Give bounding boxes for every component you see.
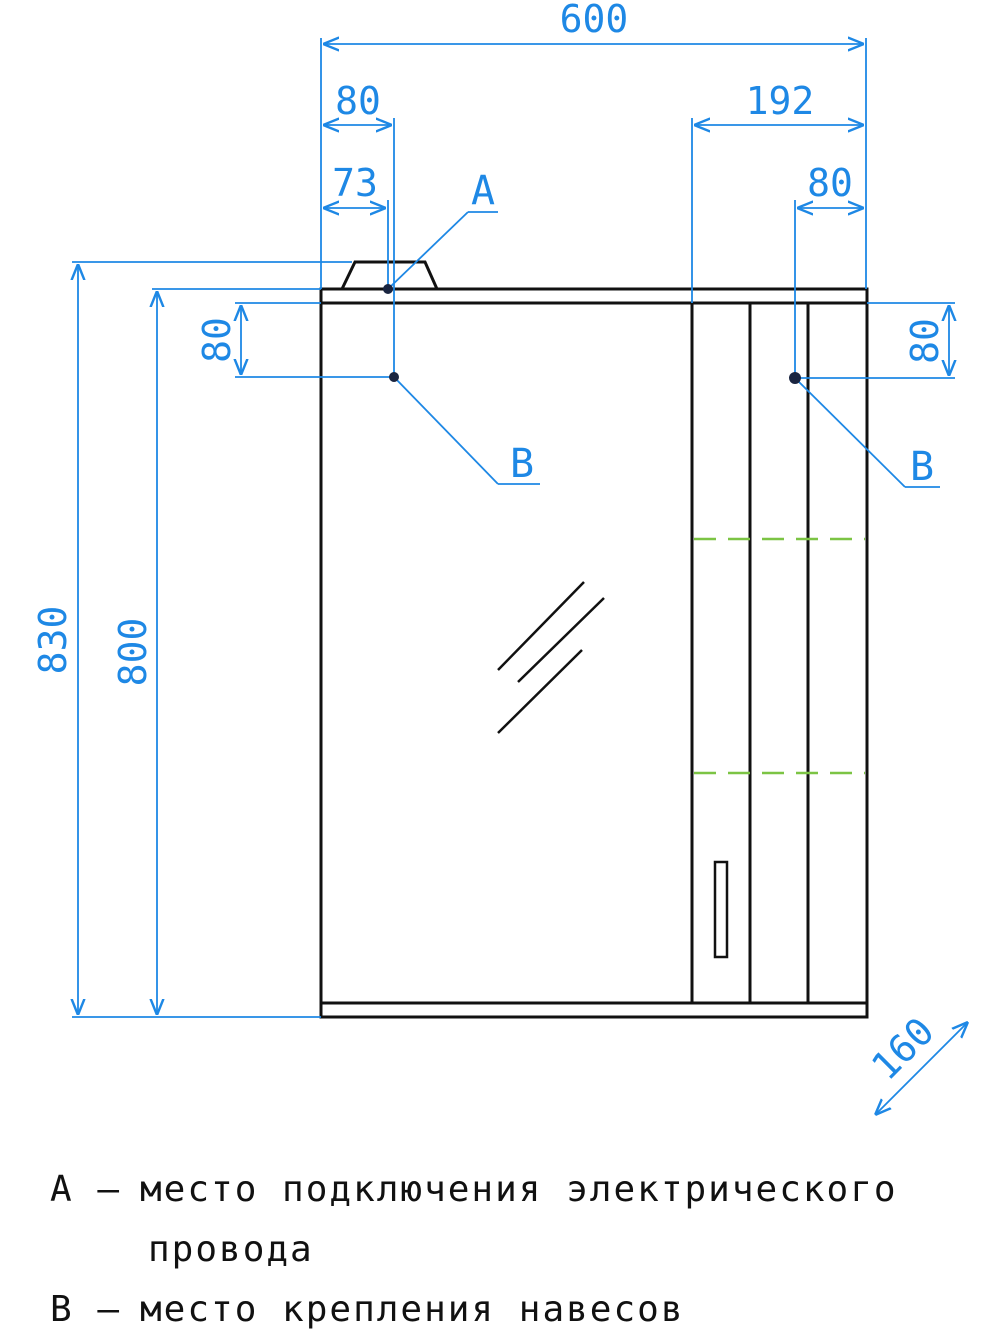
dim-overall-width: 600 bbox=[560, 0, 629, 41]
dim-total-height: 830 bbox=[31, 606, 75, 675]
legend-text-a: место подключения электрического bbox=[140, 1169, 898, 1210]
dim-right-section-width: 192 bbox=[746, 79, 815, 123]
point-b-left-marker bbox=[389, 372, 399, 382]
callout-b-left: В bbox=[510, 441, 534, 487]
legend-text-b: место крепления навесов bbox=[140, 1289, 685, 1330]
legend-item-b: В – место крепления навесов bbox=[50, 1280, 990, 1340]
lamp-fixture bbox=[340, 260, 439, 290]
cabinet-drawing: 600 80 73 192 80 830 800 80 80 160 А В В bbox=[31, 0, 1000, 1150]
callout-b-right: В bbox=[910, 444, 934, 490]
top-board bbox=[319, 287, 869, 305]
mirror-glare-line bbox=[497, 581, 585, 671]
legend: А – место подключения электрического пров… bbox=[50, 1160, 990, 1340]
dim-left-offset-outer: 80 bbox=[335, 79, 381, 123]
dimension-lines bbox=[72, 38, 968, 1115]
point-b-right-marker bbox=[789, 372, 801, 384]
dim-depth: 160 bbox=[863, 1009, 943, 1089]
cabinet-outline bbox=[319, 260, 869, 1019]
bottom-board bbox=[319, 1001, 869, 1019]
legend-item-a-continued: провода bbox=[50, 1220, 990, 1280]
dim-left-offset-inner: 73 bbox=[332, 161, 378, 205]
side-cabinet-door bbox=[690, 301, 752, 1005]
door-handle bbox=[713, 860, 729, 959]
dim-right-vertical: 80 bbox=[903, 318, 947, 364]
dim-body-height: 800 bbox=[111, 618, 155, 687]
legend-text-a-continued: провода bbox=[148, 1229, 314, 1270]
legend-key-a: А – bbox=[50, 1169, 122, 1210]
dim-right-offset: 80 bbox=[807, 161, 853, 205]
legend-key-b: В – bbox=[50, 1289, 122, 1330]
shelves bbox=[694, 537, 865, 775]
mirror-glare-line bbox=[517, 597, 605, 683]
callout-a: А bbox=[471, 168, 495, 214]
point-a-marker bbox=[383, 284, 393, 294]
legend-item-a: А – место подключения электрического bbox=[50, 1160, 990, 1220]
dim-left-vertical: 80 bbox=[195, 317, 239, 363]
cabinet-body bbox=[319, 301, 869, 1005]
mirror-glare-line bbox=[497, 649, 583, 734]
